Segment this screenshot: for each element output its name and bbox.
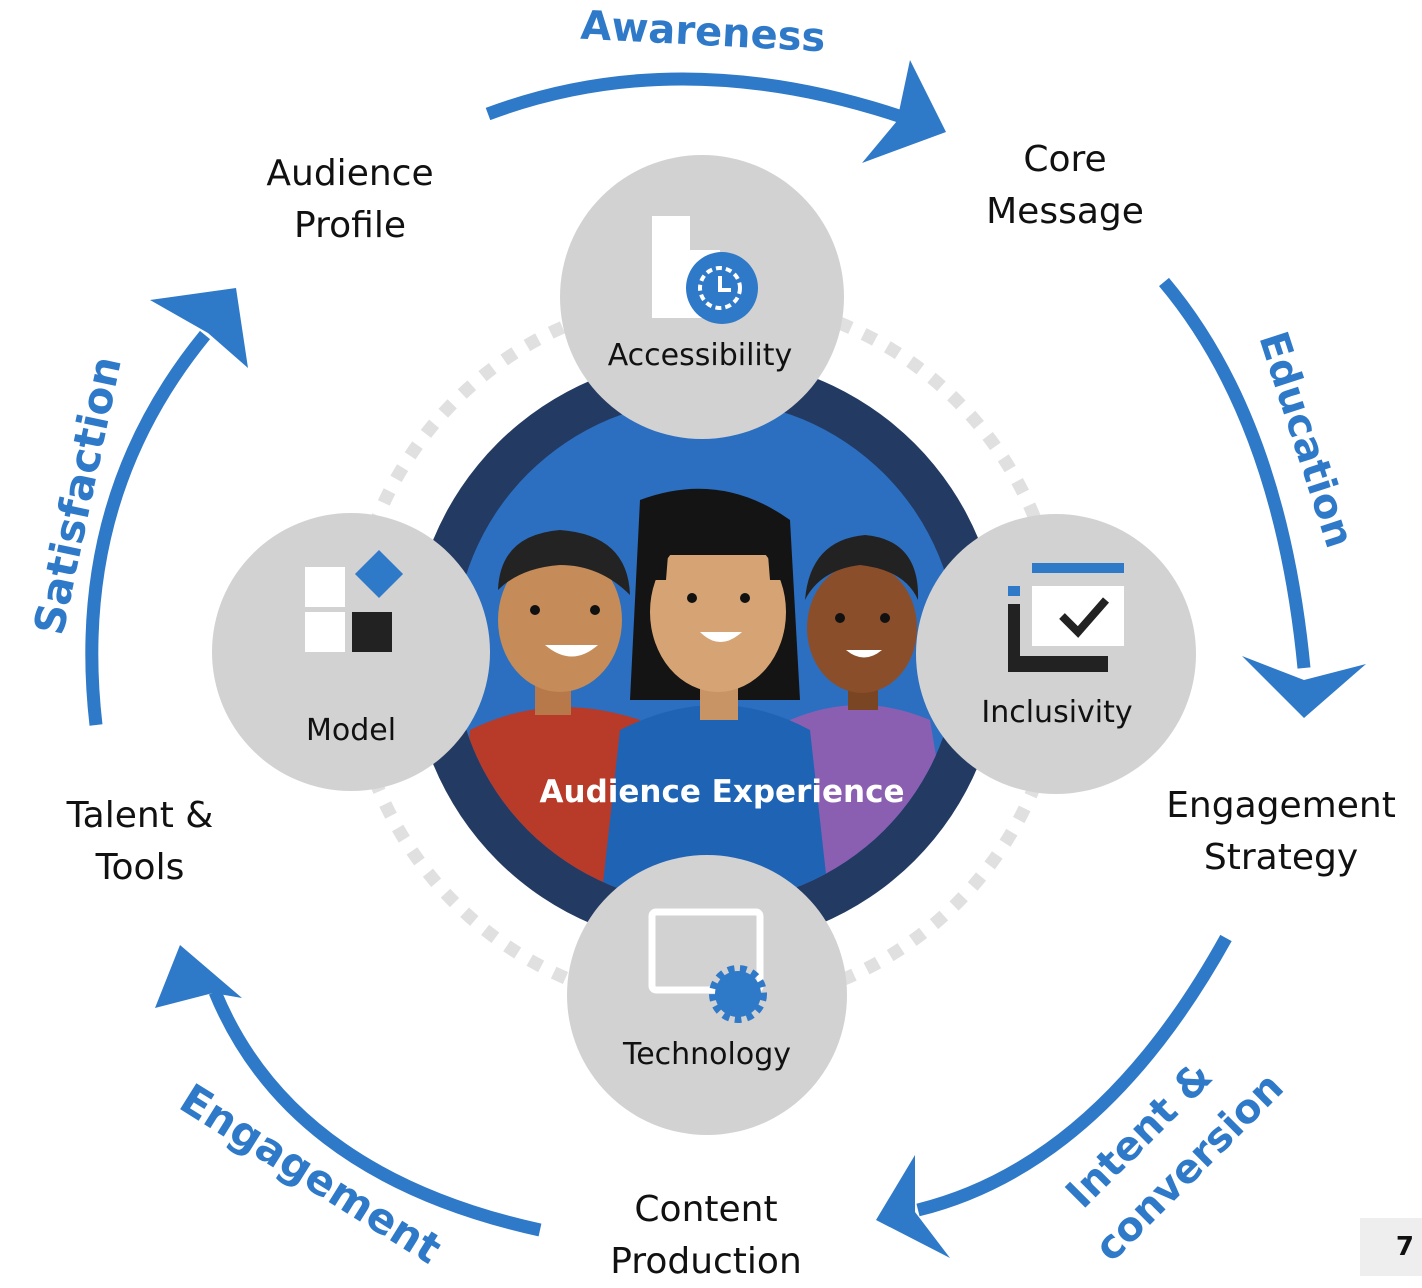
node-engagement-strategy: Engagement Strategy <box>1145 780 1417 884</box>
arrow-satisfaction <box>85 288 248 726</box>
node-core-message: Core Message <box>955 134 1175 238</box>
node-core-message-line2: Message <box>986 191 1144 232</box>
clock-refresh-icon <box>652 216 758 324</box>
arrow-awareness <box>485 60 946 163</box>
node-audience-profile: Audience Profile <box>240 148 460 252</box>
center-label: Audience Experience <box>540 774 905 810</box>
node-talent-tools-line1: Talent & <box>66 795 214 836</box>
stage-awareness: Awareness <box>579 3 826 62</box>
pillar-technology: Technology <box>567 855 847 1135</box>
pillar-label-model: Model <box>306 713 396 748</box>
node-engagement-strategy-line2: Strategy <box>1203 837 1359 878</box>
arrow-intent-conversion <box>876 934 1232 1258</box>
pillar-accessibility: Accessibility <box>560 155 844 439</box>
arrow-engagement <box>155 945 542 1237</box>
blocks-diamond-icon <box>305 549 404 652</box>
pillar-model: Model <box>212 513 490 791</box>
arrow-education <box>1159 277 1366 718</box>
screen-gear-icon <box>648 908 767 1023</box>
pillar-label-technology: Technology <box>622 1037 791 1072</box>
page-number: 7 <box>1360 1218 1422 1276</box>
stage-engagement: Engagement <box>172 1074 450 1273</box>
stage-education: Education <box>1249 326 1362 553</box>
node-audience-profile-line2: Profile <box>294 205 406 246</box>
pillar-label-inclusivity: Inclusivity <box>981 695 1132 730</box>
node-content-production-line2: Production <box>610 1241 802 1282</box>
node-audience-profile-line1: Audience <box>266 153 434 194</box>
node-content-production: Content Production <box>575 1184 837 1288</box>
checkbox-window-icon <box>1008 563 1124 672</box>
node-talent-tools: Talent & Tools <box>40 790 240 894</box>
pillar-inclusivity: Inclusivity <box>916 514 1196 794</box>
node-content-production-line1: Content <box>634 1189 778 1230</box>
node-talent-tools-line2: Tools <box>95 847 185 888</box>
node-core-message-line1: Core <box>1023 139 1107 180</box>
node-engagement-strategy-line1: Engagement <box>1166 785 1396 826</box>
pillar-label-accessibility: Accessibility <box>608 338 793 373</box>
